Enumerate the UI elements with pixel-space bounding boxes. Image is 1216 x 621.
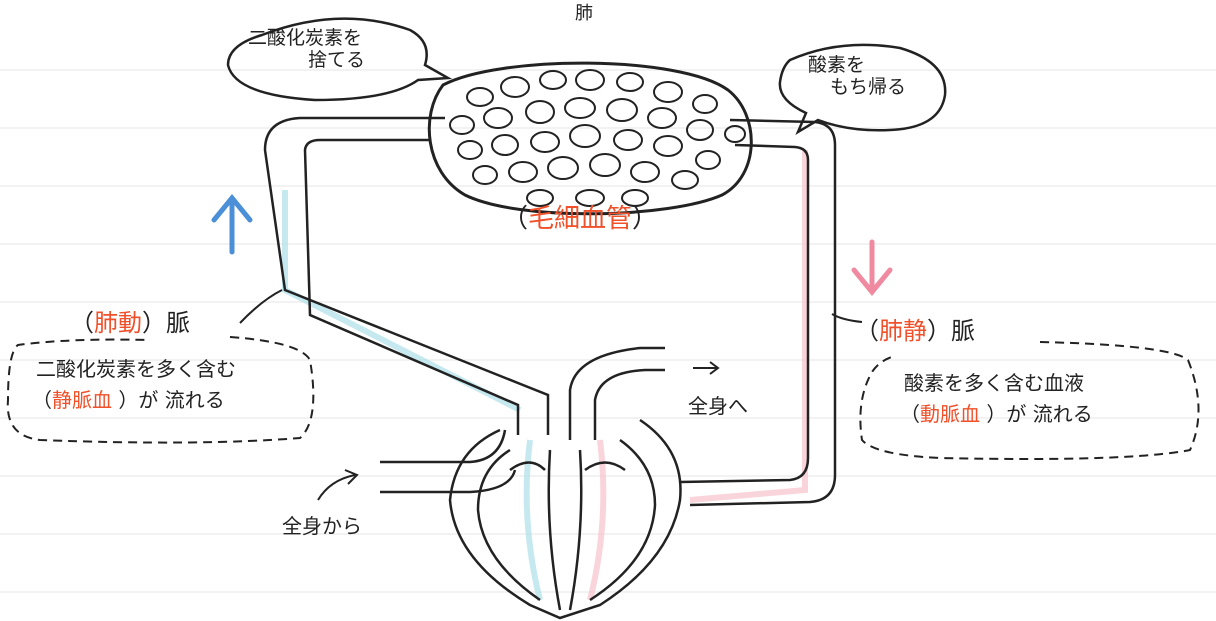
bubble-co2-line1: 二酸化炭素を <box>248 27 363 49</box>
ruled-lines <box>0 69 1216 593</box>
bubble-co2-line2: 捨てる <box>308 48 366 71</box>
pulmonary-artery-term: 肺動 <box>94 309 142 337</box>
right-note-term: 動脈血 <box>920 402 980 426</box>
lung-capillary-bed <box>427 61 753 216</box>
lung-label: 肺 <box>575 3 593 24</box>
pulmonary-vein-term: 肺静 <box>879 317 927 345</box>
right-note-tail: が 流れる <box>1006 402 1093 426</box>
deoxygenated-flow-arrow <box>211 194 253 255</box>
bubble-co2-text: 二酸化炭素を 捨てる <box>248 27 366 72</box>
aorta-vessel <box>568 346 665 440</box>
bubble-o2-line2: もち帰る <box>830 75 907 98</box>
pulmonary-artery-vessel <box>263 116 550 435</box>
left-note-tail: が 流れる <box>138 388 225 412</box>
right-note-outline <box>859 341 1200 460</box>
vessel-tints <box>282 150 808 601</box>
bubble-co2-outline <box>226 17 453 102</box>
capillary-label: （毛細血管） <box>502 204 659 234</box>
pulmonary-vein-label: （肺静）脈 <box>855 317 975 345</box>
right-note-text: 酸素を多く含む血液 （動脈血 ）が 流れる <box>900 371 1093 426</box>
left-note-term: 静脈血 <box>52 388 112 412</box>
bubble-o2-line1: 酸素を <box>808 54 866 76</box>
pulmonary-vein-vessel <box>679 118 837 507</box>
capillary-term: 毛細血管 <box>528 204 633 234</box>
to-body-label: 全身へ <box>688 394 748 418</box>
pulmonary-vein-suffix: 脈 <box>951 317 975 345</box>
bubble-o2-text: 酸素を もち帰る <box>800 54 907 99</box>
leader-lines <box>239 289 863 324</box>
left-note-outline <box>6 336 315 444</box>
pulmonary-artery-suffix: 脈 <box>166 309 190 337</box>
vena-cava-vessel <box>380 429 517 494</box>
from-body-label: 全身から <box>282 514 362 538</box>
from-body-arrow <box>317 469 359 501</box>
pulmonary-artery-label: （肺動）脈 <box>70 309 190 337</box>
heart <box>448 418 682 620</box>
to-body-arrow <box>693 361 720 375</box>
right-note-line1: 酸素を多く含む血液 <box>904 371 1084 395</box>
left-note-line1: 二酸化炭素を多く含む <box>36 357 236 381</box>
oxygenated-flow-arrow <box>851 239 893 296</box>
left-note-text: 二酸化炭素を多く含む （静脈血 ）が 流れる <box>32 357 236 412</box>
bubble-o2-outline <box>778 43 947 136</box>
